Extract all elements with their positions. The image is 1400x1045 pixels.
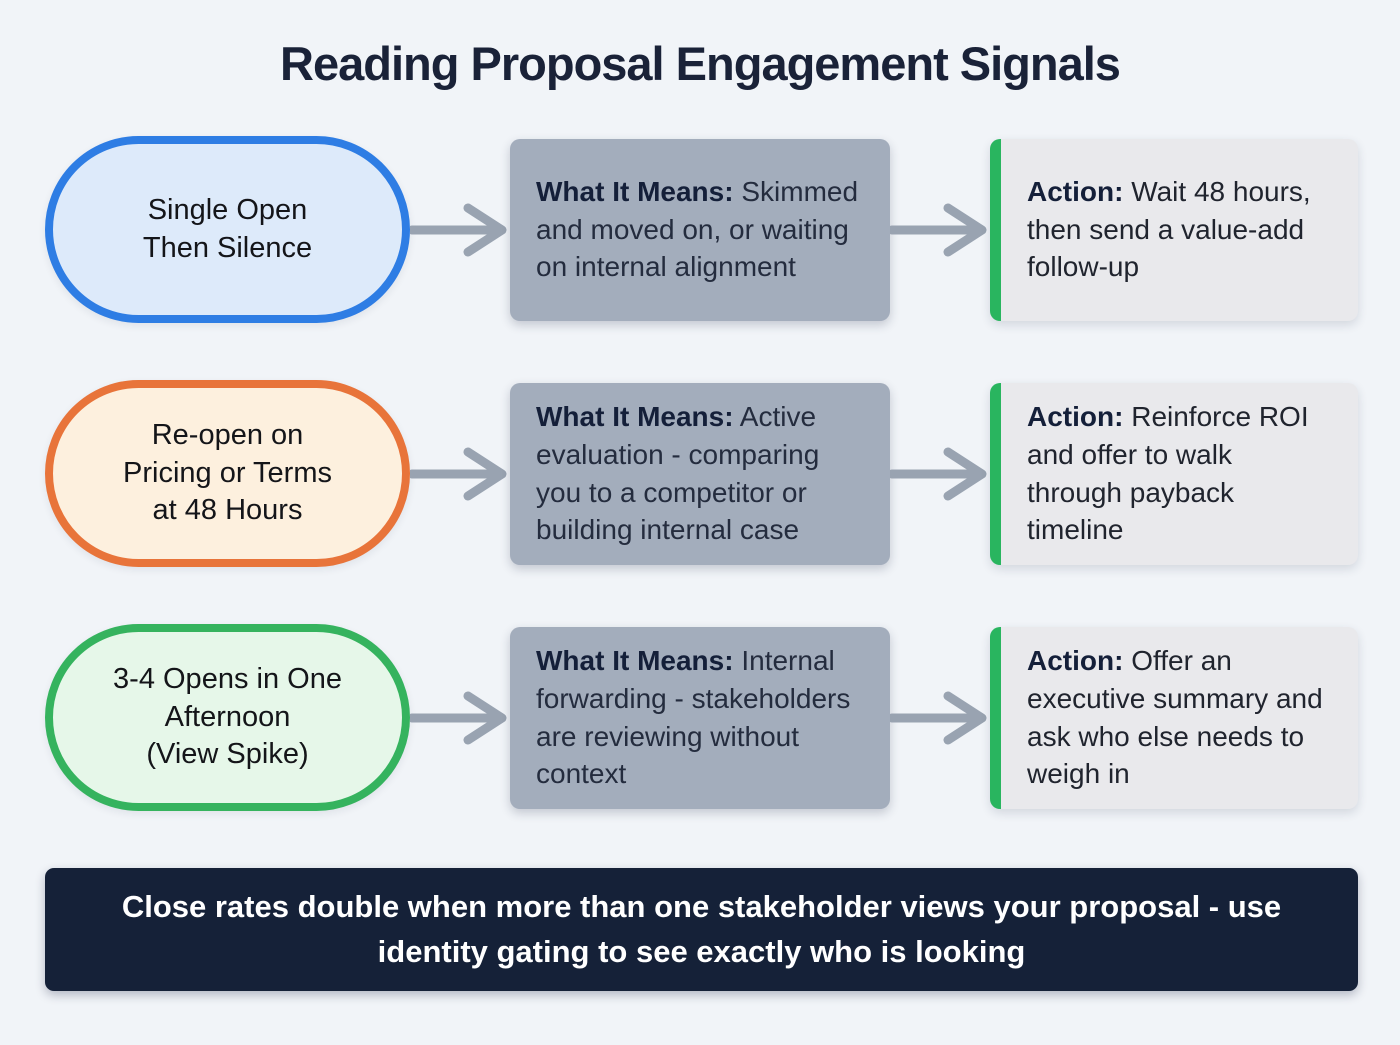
signal-row-single-open: Single Open Then Silence What It Means: … bbox=[45, 136, 1358, 323]
footer-banner: Close rates double when more than one st… bbox=[45, 868, 1358, 991]
page-title: Reading Proposal Engagement Signals bbox=[280, 37, 1121, 90]
action-text: Wait 48 hours, then send a value-add fol… bbox=[1027, 176, 1311, 283]
action-box: Action: Reinforce ROI and offer to walk … bbox=[990, 382, 1358, 565]
footer-banner-text: Close rates double when more than one st… bbox=[121, 888, 1282, 969]
arrow-right-icon bbox=[410, 446, 510, 502]
meaning-text: Active evaluation - comparing you to a c… bbox=[536, 401, 820, 546]
signal-row-reopen-pricing: Re-open on Pricing or Terms at 48 Hours … bbox=[45, 380, 1358, 567]
arrow-right-icon bbox=[410, 202, 510, 258]
signal-rows: Single Open Then Silence What It Means: … bbox=[45, 136, 1358, 811]
signal-row-view-spike: 3-4 Opens in One Afternoon (View Spike) … bbox=[45, 624, 1358, 811]
action-box: Action: Offer an executive summary and a… bbox=[990, 626, 1358, 809]
meaning-label: What It Means: bbox=[536, 645, 734, 677]
signal-pill: 3-4 Opens in One Afternoon (View Spike) bbox=[45, 624, 410, 811]
meaning-box: What It Means: Active evaluation - compa… bbox=[510, 382, 890, 565]
arrow-right-icon bbox=[890, 690, 990, 746]
arrow-right-icon bbox=[890, 202, 990, 258]
meaning-text: Skimmed and moved on, or waiting on inte… bbox=[536, 176, 859, 283]
meaning-box: What It Means: Internal forwarding - sta… bbox=[510, 626, 890, 809]
meaning-label: What It Means: bbox=[536, 176, 734, 208]
action-label: Action: bbox=[1027, 401, 1124, 433]
meaning-text: Internal forwarding - stakeholders are r… bbox=[536, 645, 851, 790]
meaning-label: What It Means: bbox=[536, 401, 734, 433]
signal-pill: Single Open Then Silence bbox=[45, 136, 410, 323]
action-label: Action: bbox=[1027, 645, 1124, 677]
arrow-right-icon bbox=[890, 446, 990, 502]
action-text: Offer an executive summary and ask who e… bbox=[1027, 645, 1323, 790]
action-box: Action: Wait 48 hours, then send a value… bbox=[990, 138, 1358, 321]
signal-pill: Re-open on Pricing or Terms at 48 Hours bbox=[45, 380, 410, 567]
meaning-box: What It Means: Skimmed and moved on, or … bbox=[510, 138, 890, 321]
action-text: Reinforce ROI and offer to walk through … bbox=[1027, 401, 1309, 546]
action-label: Action: bbox=[1027, 176, 1124, 208]
arrow-right-icon bbox=[410, 690, 510, 746]
